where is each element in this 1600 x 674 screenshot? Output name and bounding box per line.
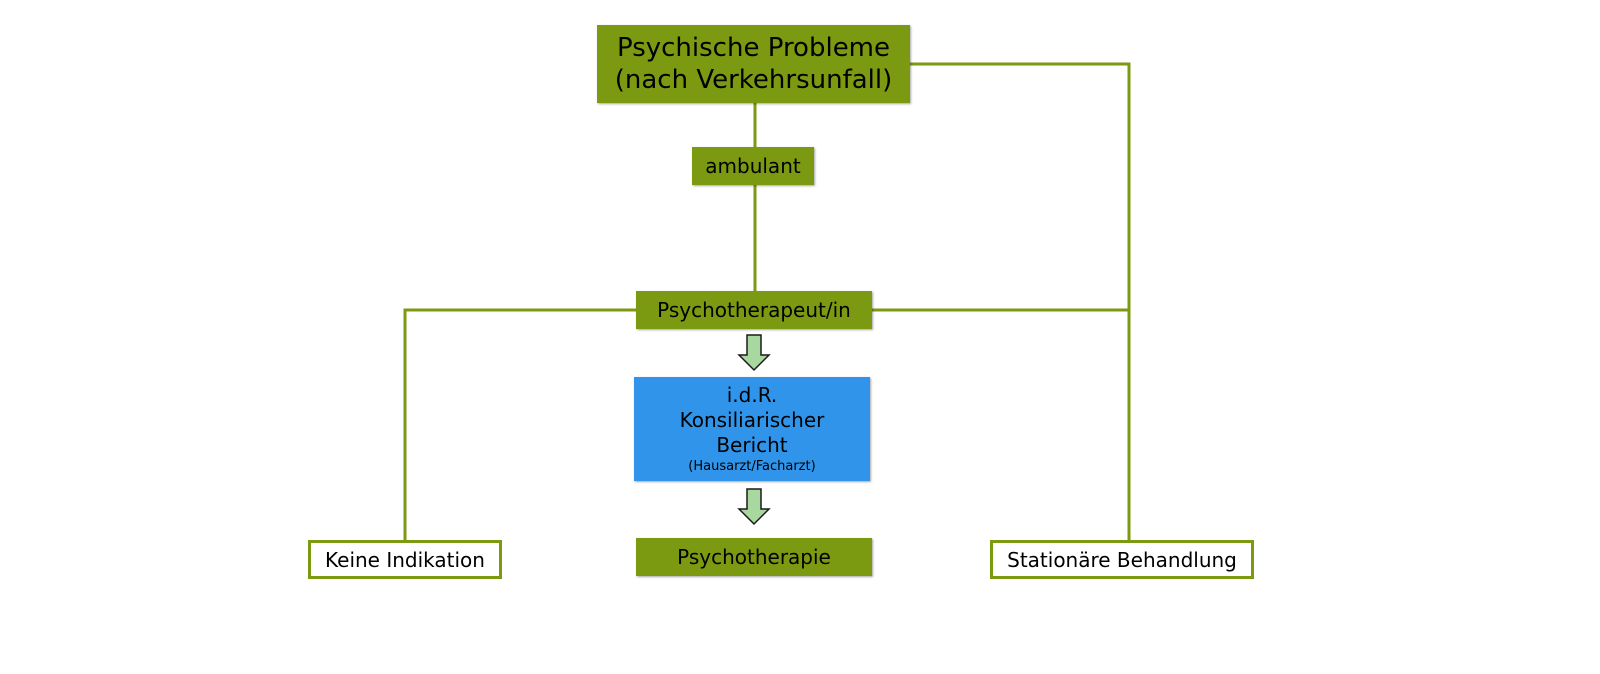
node-psychische-probleme-line1: Psychische Probleme [616,33,891,63]
node-psychische-probleme-line2: (nach Verkehrsunfall) [614,65,893,95]
node-psychotherapie-label: Psychotherapie [677,545,831,569]
node-bericht-note: (Hausarzt/Facharzt) [688,459,816,474]
node-stationaere-behandlung-label: Stationäre Behandlung [1007,547,1237,572]
node-psychotherapeut: Psychotherapeut/in [636,291,872,329]
connector-psychotherapeut-keine [403,308,636,540]
connector-problem-stationaer [910,62,1131,540]
node-ambulant: ambulant [692,147,814,185]
node-psychotherapie: Psychotherapie [636,538,872,576]
node-bericht-line1: i.d.R. [726,383,778,407]
node-bericht-line2: Konsiliarischer [679,408,825,432]
down-arrow-icon [737,488,771,526]
node-konsiliarischer-bericht: i.d.R. Konsiliarischer Bericht (Hausarzt… [634,377,870,481]
node-bericht-line3: Bericht [716,433,788,457]
node-keine-indikation: Keine Indikation [308,540,502,579]
node-stationaere-behandlung: Stationäre Behandlung [990,540,1254,579]
node-psychotherapeut-label: Psychotherapeut/in [657,298,851,322]
node-psychische-probleme: Psychische Probleme (nach Verkehrsunfall… [597,25,910,103]
node-ambulant-label: ambulant [705,154,801,178]
down-arrow-icon [737,334,771,372]
node-keine-indikation-label: Keine Indikation [325,547,485,572]
